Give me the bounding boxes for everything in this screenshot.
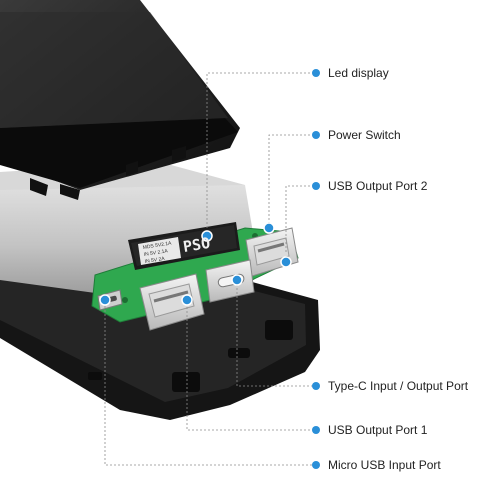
label-usb-output-port-2: USB Output Port 2 xyxy=(328,179,428,193)
pointer-dots xyxy=(99,69,320,469)
pointer-usb-output-1 xyxy=(181,294,193,306)
label-power-switch: Power Switch xyxy=(328,128,401,142)
usb-port-1 xyxy=(139,273,205,331)
label-bullet xyxy=(312,69,320,77)
display-line-2: IN 5V 2.1A xyxy=(143,248,168,258)
label-bullet xyxy=(312,382,320,390)
label-usb-output-port-1: USB Output Port 1 xyxy=(328,423,428,437)
pointer-led-display xyxy=(201,230,213,242)
label-bullet xyxy=(312,461,320,469)
display-line-1: MDS 5V2.1A xyxy=(142,240,172,251)
display-line-3: IN 5V 2A xyxy=(144,256,165,265)
label-bullet xyxy=(312,131,320,139)
label-micro-usb-input-port: Micro USB Input Port xyxy=(328,458,441,472)
case-port-opening xyxy=(265,320,293,340)
label-bullet xyxy=(312,182,320,190)
leader-line-usb-output-2 xyxy=(285,185,316,252)
leader-line-power-switch xyxy=(268,134,316,228)
leader-line-type-c xyxy=(236,276,316,387)
case-port-opening xyxy=(228,348,250,358)
pointer-micro-usb xyxy=(99,294,111,306)
label-bullet xyxy=(312,426,320,434)
top-cover xyxy=(0,0,240,200)
leader-line-usb-output-1 xyxy=(186,295,316,431)
pointer-type-c xyxy=(231,274,243,286)
pointer-usb-output-2 xyxy=(280,256,292,268)
leader-lines xyxy=(104,72,316,466)
pointer-power-switch xyxy=(263,222,275,234)
label-led-display: Led display xyxy=(328,66,389,80)
led-display-text: MDS 5V2.1A IN 5V 2.1A IN 5V 2A PSO xyxy=(142,234,211,265)
label-type-c-port: Type-C Input / Output Port xyxy=(328,379,469,393)
display-readout: PSO xyxy=(182,234,212,256)
case-port-opening xyxy=(88,372,102,380)
case-port-opening xyxy=(172,372,200,392)
